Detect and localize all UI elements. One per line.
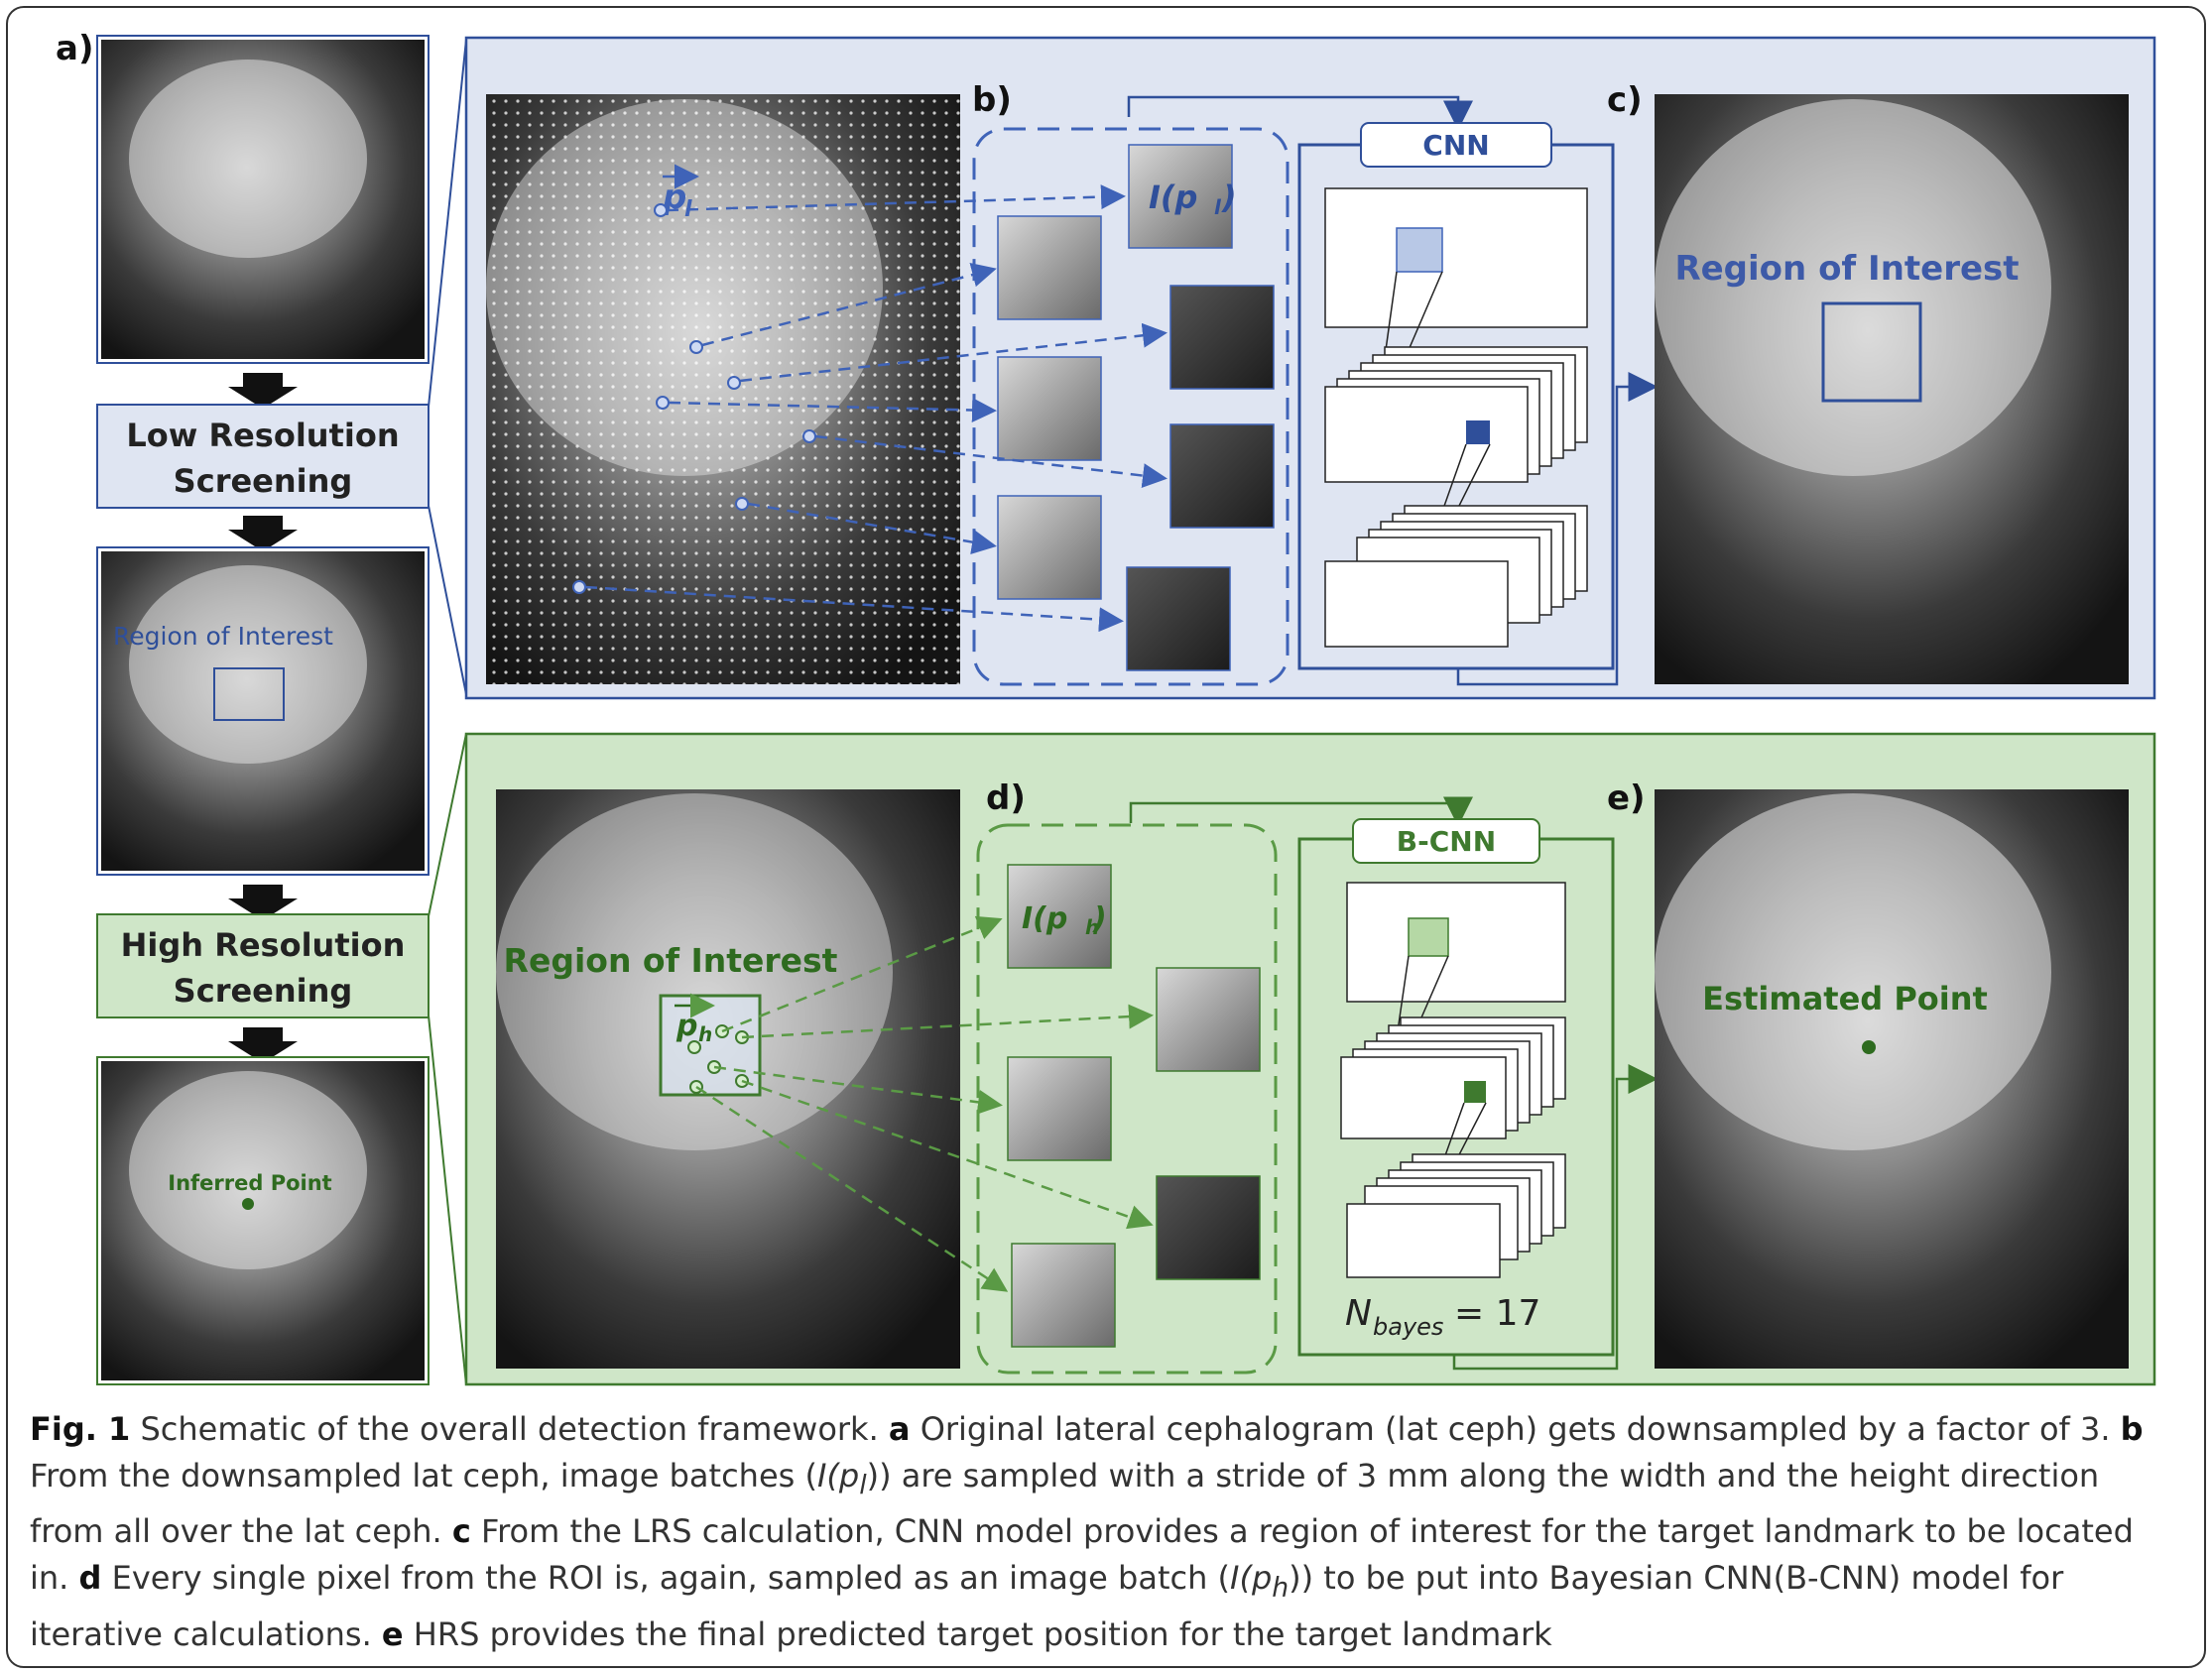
svg-text:Screening: Screening [174, 462, 353, 500]
svg-text:h: h [1085, 915, 1099, 939]
svg-text:h: h [698, 1022, 712, 1046]
patch-image [997, 356, 1102, 461]
patch-label-pl: I(p [1149, 179, 1197, 216]
connector-blue-bottom [428, 505, 467, 695]
panel-label-d: d) [986, 778, 1026, 818]
patch-image [1126, 566, 1231, 671]
down-arrow-icon [228, 373, 298, 409]
roi-result-label: Region of Interest [1674, 249, 2019, 289]
patch-image [997, 215, 1102, 320]
down-arrow-icon [228, 516, 298, 551]
thumb-inferred-label: Inferred Point [168, 1171, 331, 1195]
cnn-label: CNN [1422, 129, 1489, 162]
sampling-arrows [584, 184, 1167, 633]
cnn-model-box: CNN [1127, 95, 1659, 686]
svg-text:High Resolution: High Resolution [121, 926, 406, 964]
thumbnail-roi-ceph: Region of Interest [96, 546, 430, 876]
high-resolution-box: High Resolution Screening [96, 913, 430, 1018]
figure-schematic: a) Low Resolution Screening Region of In… [56, 29, 2156, 1386]
roi-box [213, 667, 285, 721]
svg-text:bayes: bayes [1373, 1313, 1443, 1341]
patch-image [1156, 1175, 1261, 1280]
sampling-arrows-green [695, 915, 1154, 1292]
patch-image [1169, 285, 1275, 390]
low-resolution-box: Low Resolution Screening [96, 404, 430, 509]
patch-image [1007, 864, 1112, 969]
lrs-panel: p l b) I(p l ) [464, 36, 2156, 700]
inferred-point-marker [242, 1198, 254, 1210]
svg-text:l: l [1214, 195, 1222, 219]
roi-result-ceph: Region of Interest [1655, 94, 2129, 684]
roi-result-box [1821, 301, 1922, 403]
patch-image [1011, 1243, 1116, 1348]
thumb-roi-label: Region of Interest [113, 622, 333, 651]
connector-green-bottom [428, 1015, 467, 1385]
panel-label-b: b) [972, 80, 1012, 120]
patch-label-ph: I(p [1022, 901, 1067, 936]
panel-label-e: e) [1607, 778, 1646, 818]
bcnn-label: B-CNN [1397, 825, 1496, 858]
estimated-point-marker [1862, 1040, 1876, 1054]
patch-batch-box-green [976, 823, 1278, 1375]
svg-text:): ) [1092, 901, 1107, 936]
connector-blue-top [428, 39, 467, 408]
patch-image [1169, 423, 1275, 529]
estimated-point-label: Estimated Point [1702, 980, 1988, 1017]
sample-points [572, 203, 816, 594]
svg-text:Screening: Screening [174, 972, 353, 1010]
region-label-green: Region of Interest [504, 941, 838, 980]
down-arrow-icon [228, 885, 298, 920]
downsampled-ceph-grid [486, 94, 960, 684]
thumbnail-inferred-ceph: Inferred Point [96, 1056, 430, 1385]
patch-image [1156, 967, 1261, 1072]
panel-label-a: a) [56, 29, 93, 68]
bcnn-model-box: B-CNN N bayes [1129, 796, 1659, 1371]
n-bayes-value: = 17 [1454, 1293, 1540, 1334]
point-ph-label: p [676, 1009, 697, 1043]
down-arrow-icon [228, 1027, 298, 1063]
n-bayes-label: N [1345, 1293, 1372, 1334]
thumbnail-original-ceph [96, 35, 430, 364]
svg-text:): ) [1221, 179, 1237, 216]
patch-image [1007, 1056, 1112, 1161]
patch-image [1128, 144, 1233, 249]
connector-green-top [428, 733, 467, 917]
svg-text:Low Resolution: Low Resolution [126, 417, 399, 454]
figure-caption: Fig. 1 Schematic of the overall detectio… [30, 1410, 2144, 1653]
panel-label-c: c) [1607, 80, 1643, 120]
hrs-panel: Region of Interest p h d) I(p h ) [464, 732, 2156, 1386]
patch-image [997, 495, 1102, 600]
estimated-point-ceph: Estimated Point [1655, 789, 2129, 1369]
